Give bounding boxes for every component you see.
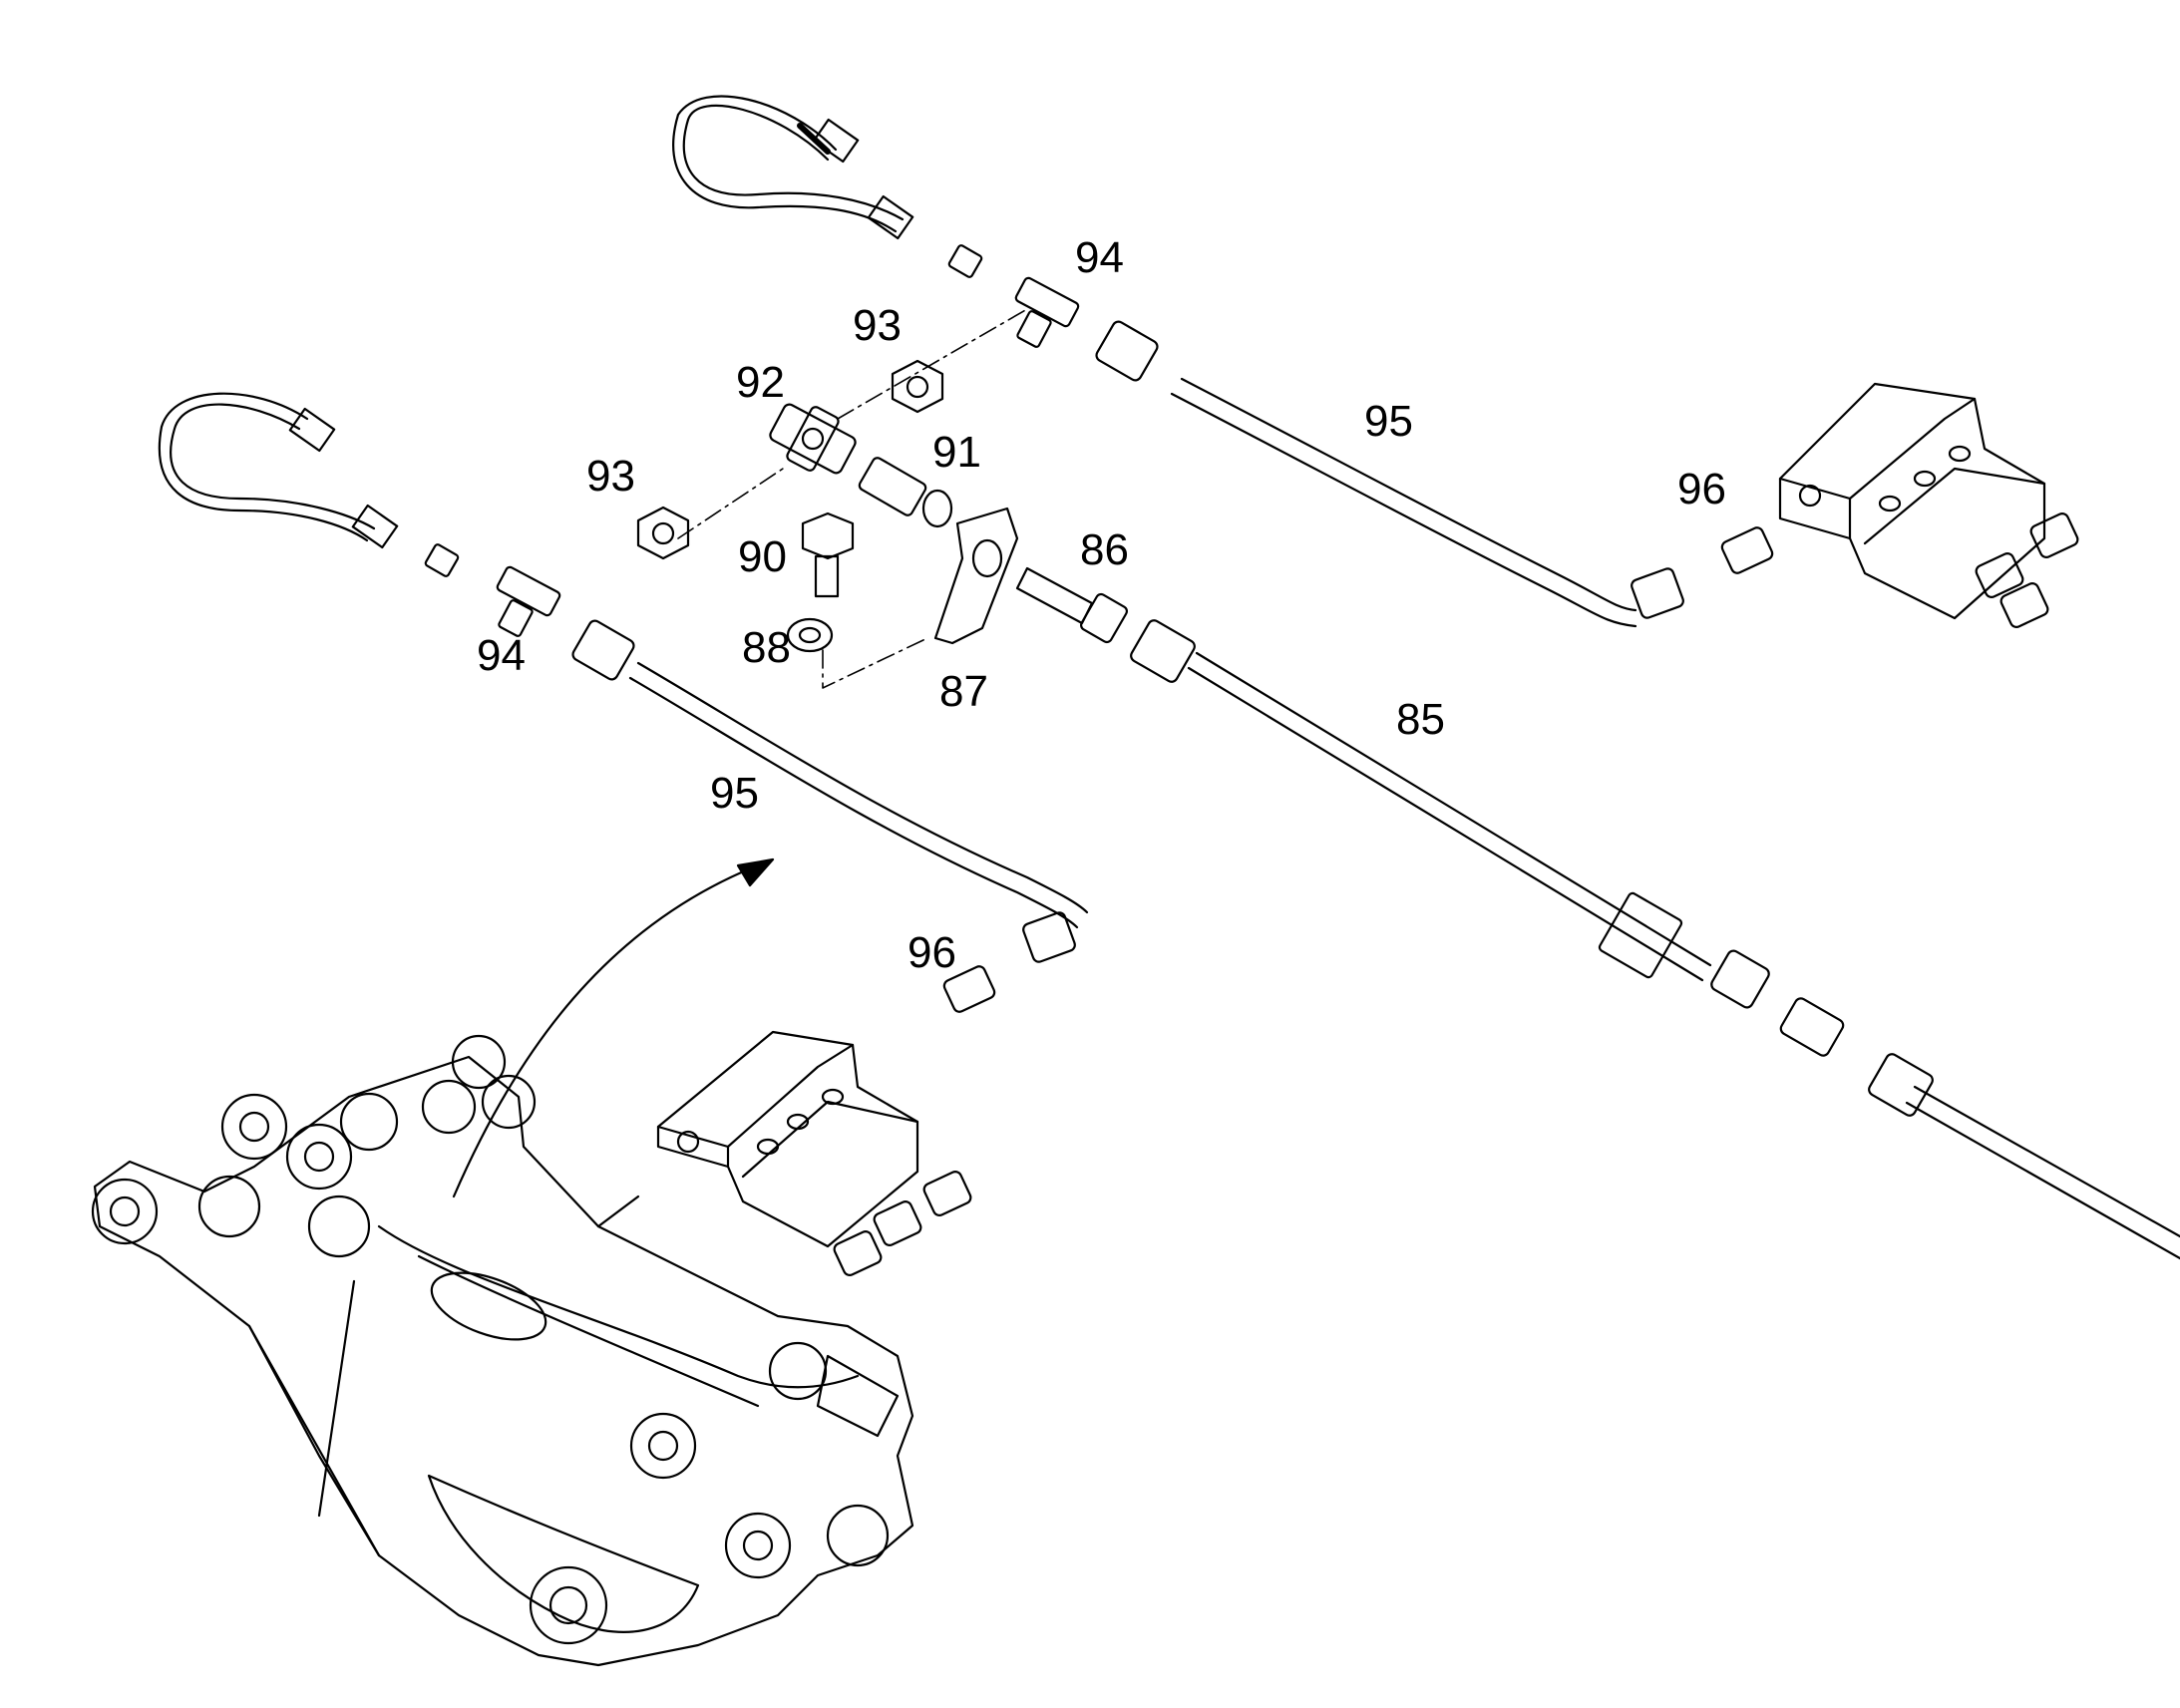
small-hose-left	[158, 392, 399, 549]
callout-95-lower: 95	[710, 769, 759, 818]
callout-93-lower: 93	[586, 452, 635, 501]
callout-88: 88	[742, 623, 791, 672]
assembly-lines	[677, 308, 1028, 689]
callout-86: 86	[1080, 525, 1129, 574]
callout-91: 91	[932, 428, 981, 477]
distributor-block-upper	[1778, 382, 2079, 628]
hose-95-upper	[1095, 320, 1684, 628]
indicator-arrow	[452, 857, 775, 1198]
distributor-block-lower	[656, 1030, 972, 1276]
callout-92: 92	[736, 358, 785, 407]
callout-96-upper: 96	[1677, 465, 1726, 513]
tube-85	[1130, 619, 2180, 1260]
callout-94-lower: 94	[477, 631, 526, 680]
callout-96-lower: 96	[908, 928, 956, 977]
callout-94-upper: 94	[1075, 233, 1124, 282]
callout-90: 90	[738, 532, 787, 581]
callout-labels: 85 86 87 88 90 91 92 93 93 94 94 95 95 9…	[477, 233, 1726, 977]
callout-87: 87	[939, 667, 988, 716]
hose-95-lower	[571, 619, 1089, 963]
callout-93-upper: 93	[853, 301, 902, 350]
callout-85: 85	[1396, 695, 1445, 744]
callout-95-upper: 95	[1364, 397, 1413, 446]
boom-assembly	[91, 1034, 914, 1667]
small-hose-upper	[672, 95, 914, 240]
fittings-cluster	[424, 244, 1774, 1013]
